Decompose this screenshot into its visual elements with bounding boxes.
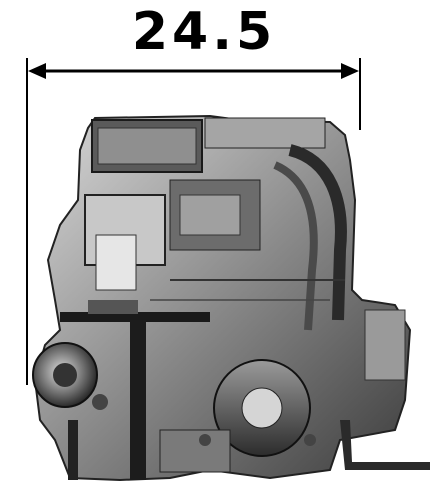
intake-plenum xyxy=(204,117,326,149)
bolt-3 xyxy=(304,434,316,446)
secondary-hose xyxy=(273,161,318,331)
valve-cover-panel xyxy=(97,127,197,165)
bolt-1 xyxy=(92,394,108,410)
engine-illustration xyxy=(32,114,430,482)
piston xyxy=(95,234,137,291)
engine-mount-right xyxy=(340,420,430,470)
bolt-2 xyxy=(199,434,211,446)
arrowhead-left-icon xyxy=(28,63,46,79)
oil-filter xyxy=(88,300,138,314)
crank-pulley-hub xyxy=(53,363,77,387)
coolant-hose xyxy=(288,144,347,321)
support-post-small xyxy=(68,420,78,480)
oil-sump xyxy=(159,429,231,473)
support-post-left xyxy=(130,320,146,480)
dimension-label: 24.5 xyxy=(131,2,277,62)
dimension-line xyxy=(26,58,361,385)
manifold-inner xyxy=(179,194,241,236)
frame-bar xyxy=(60,312,210,322)
flywheel-center xyxy=(241,387,283,429)
arrowhead-right-icon xyxy=(341,63,359,79)
transmission-case xyxy=(364,309,406,381)
